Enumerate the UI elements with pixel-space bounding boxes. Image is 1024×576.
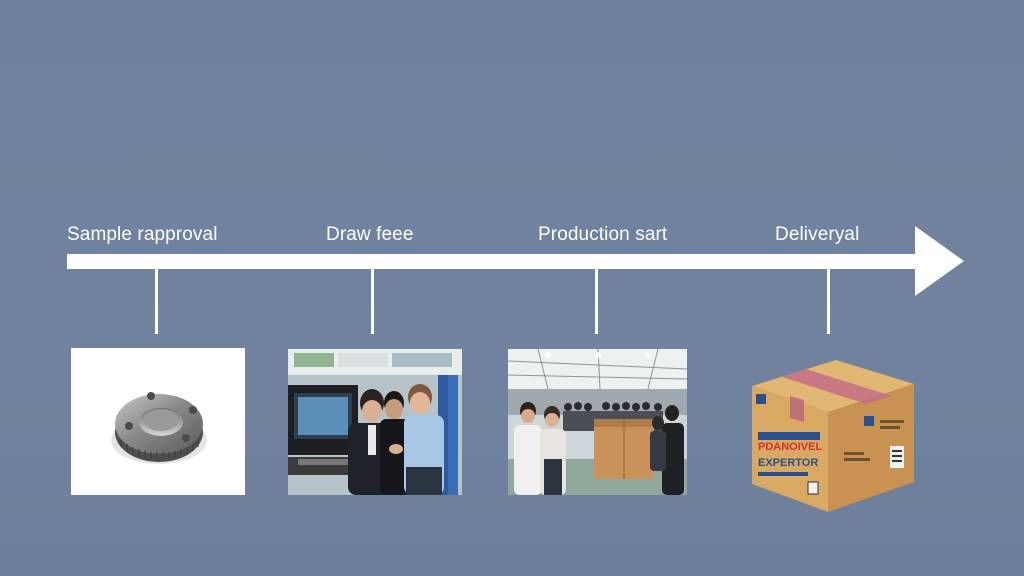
metal-flange-ring-photo — [71, 348, 245, 495]
timeline-line — [67, 254, 919, 269]
engineers-in-factory-photo — [288, 349, 462, 495]
cardboard-shipping-box-photo: PDANOIVEL EXPERTOR — [744, 356, 918, 516]
connector-sample-approval — [155, 268, 158, 334]
factory-floor-crowd-photo — [508, 349, 687, 495]
stage-label-draw-fee: Draw feee — [326, 224, 414, 245]
box-print-line2: EXPERTOR — [758, 457, 818, 469]
connector-delivery — [827, 268, 830, 334]
arrow-right-icon — [915, 226, 964, 296]
connector-production-start — [595, 268, 598, 334]
box-print-line1: PDANOIVEL — [758, 441, 822, 453]
stage-label-sample-approval: Sample rapproval — [67, 224, 218, 245]
stage-label-delivery: Deliveryal — [775, 224, 860, 245]
stage-label-production-start: Production sart — [538, 224, 668, 245]
connector-draw-fee — [371, 268, 374, 334]
